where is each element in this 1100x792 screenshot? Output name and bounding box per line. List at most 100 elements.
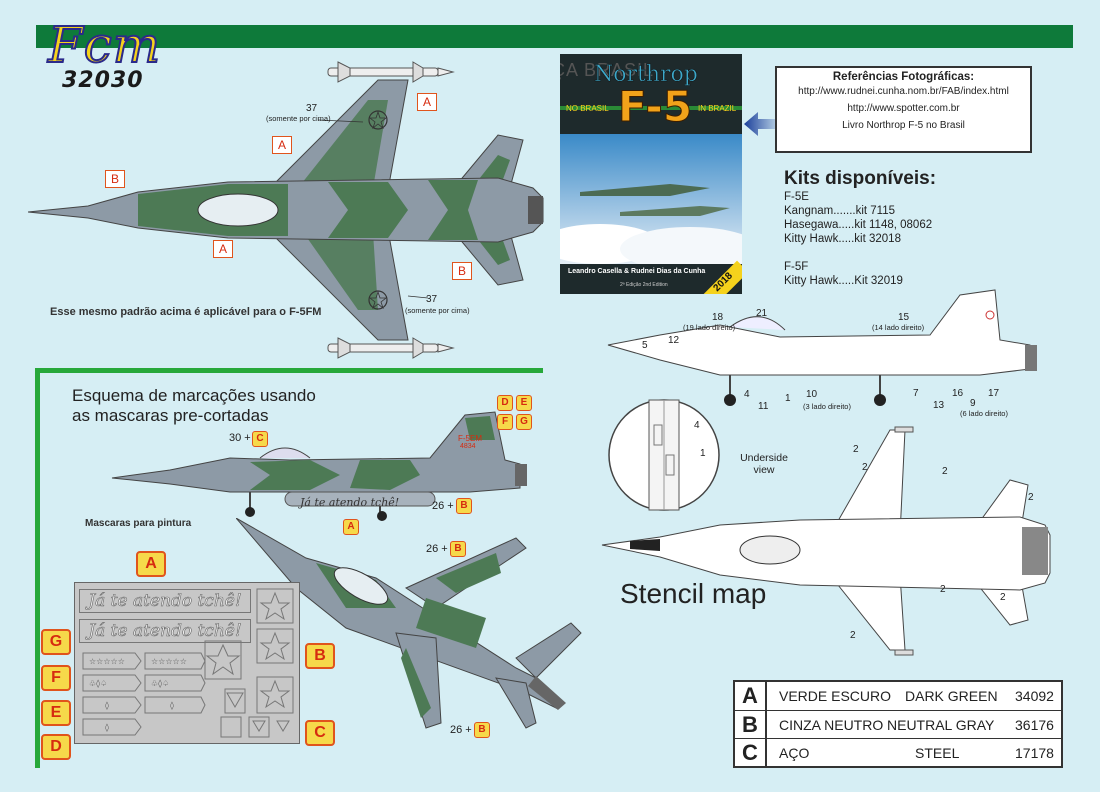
- badge-e-tail: E: [516, 395, 532, 411]
- mask-badge-f: F: [41, 665, 71, 691]
- svg-text:◊: ◊: [105, 701, 109, 710]
- legend-row: C AÇO STEEL 17178: [735, 738, 1061, 767]
- stencil-2g: 2: [850, 630, 856, 641]
- stencil-map-title: Stencil map: [620, 578, 767, 609]
- references-title: Referências Fotográficas:: [832, 71, 975, 83]
- cover-authors: Leandro Casella & Rudnei Dias da Cunha: [568, 268, 706, 275]
- stencil-side-view: [607, 289, 1037, 406]
- missile-bottom: [327, 337, 455, 359]
- cover-bg-text: ÇA BRASIL: [560, 60, 655, 80]
- mask-badge-g: G: [41, 629, 71, 655]
- kit-line: Hasegawa.....kit 1148, 08062: [784, 219, 933, 231]
- stencil-2b: 2: [862, 462, 868, 473]
- svg-text:◊: ◊: [170, 701, 174, 710]
- badge-a-top-wing: A: [417, 93, 437, 111]
- reference-link-2[interactable]: http://www.spotter.com.br: [847, 103, 960, 114]
- stencil-2a: 2: [853, 444, 859, 455]
- stencil-13: 13: [933, 400, 945, 411]
- cover-photo: [560, 134, 742, 264]
- markings-title-line1: Esquema de marcações usando: [72, 386, 316, 405]
- svg-text:☆☆☆☆☆: ☆☆☆☆☆: [89, 657, 125, 666]
- badge-b-nose: B: [105, 170, 125, 188]
- reference-link-1[interactable]: http://www.rudnei.cunha.nom.br/FAB/index…: [798, 86, 1009, 97]
- mask-phrase-2: Já te atendo tchê!: [79, 619, 251, 643]
- tail-code: F-5EM: [458, 434, 482, 443]
- reference-book: Livro Northrop F-5 no Brasil: [842, 120, 965, 131]
- kits-list: F-5E Kangnam.......kit 7115 Hasegawa....…: [784, 190, 932, 288]
- stencil-4: 4: [744, 389, 750, 400]
- stencil-15: 15: [898, 312, 910, 323]
- brand-logo: Fcm: [47, 16, 162, 74]
- underside-view-detail: [608, 399, 720, 511]
- badge-g-tail: G: [516, 414, 532, 430]
- cover-edition: 2ª Edição 2nd Edition: [620, 282, 668, 288]
- stencil-10: 10: [806, 389, 818, 400]
- stencil-12: 12: [668, 335, 680, 346]
- badge-c-cockpit: C: [252, 431, 268, 447]
- underside-4: 4: [694, 420, 700, 431]
- fuselage-slogan: Já te atendo tchê!: [300, 496, 400, 509]
- legend-en: NEUTRAL GRAY: [887, 717, 995, 733]
- stencil-15-note: (14 lado direito): [872, 323, 925, 332]
- references-box: Referências Fotográficas: http://www.rud…: [775, 66, 1032, 153]
- legend-code: 34092: [1015, 688, 1054, 704]
- stencil-18: 18: [712, 312, 724, 323]
- badge-d-tail: D: [497, 395, 513, 411]
- svg-text:♧◊♤: ♧◊♤: [151, 679, 169, 688]
- stencil-10-note: (3 lado direito): [803, 402, 851, 411]
- book-cover: ÇA BRASIL Northrop F-5 NO BRASIL IN BRAZ…: [560, 54, 742, 294]
- underside-label: Underside view: [740, 452, 788, 476]
- mask-sheet: Já te atendo tchê! Já te atendo tchê!: [74, 582, 300, 744]
- stencil-1: 1: [785, 393, 791, 404]
- mask-phrase-1: Já te atendo tchê!: [79, 589, 251, 613]
- legend-code: 36176: [1015, 717, 1054, 733]
- markings-side-aircraft: [111, 411, 527, 521]
- badge-a-lower: A: [213, 240, 233, 258]
- tail-number: 4834: [460, 443, 476, 450]
- stencil-top-view: [601, 426, 1051, 656]
- kit-code: 32030: [62, 68, 144, 93]
- stencil-9: 9: [970, 398, 976, 409]
- arrow-icon: [744, 112, 784, 136]
- label-26b-side: 26 +: [432, 500, 454, 512]
- stencil-9-note: (6 lado direito): [960, 409, 1008, 418]
- legend-letter: C: [735, 739, 767, 767]
- badge-a-wing-root: A: [272, 136, 292, 154]
- color-legend: A VERDE ESCURO DARK GREEN 34092 B CINZA …: [733, 680, 1063, 768]
- cover-subtitle-right: IN BRAZIL: [698, 104, 737, 113]
- label-37-top: 37: [306, 103, 318, 114]
- legend-code: 17178: [1015, 745, 1054, 761]
- kits-title: Kits disponíveis:: [784, 168, 937, 189]
- kit-line: Kitty Hawk.....Kit 32019: [784, 275, 903, 287]
- cover-title-top: Northrop: [594, 62, 698, 88]
- mask-badge-d: D: [41, 734, 71, 760]
- legend-letter: B: [735, 711, 767, 739]
- stencil-11: 11: [758, 401, 769, 412]
- legend-row: A VERDE ESCURO DARK GREEN 34092: [735, 682, 1061, 710]
- stencil-2d: 2: [1028, 492, 1034, 503]
- legend-en: STEEL: [915, 745, 960, 761]
- label-37-bottom-note: (somente por cima): [405, 306, 470, 315]
- label-37-bottom: 37: [426, 294, 438, 305]
- stencil-2e: 2: [940, 584, 946, 595]
- badge-a-side: A: [343, 519, 359, 535]
- markings-top-aircraft: [236, 518, 582, 729]
- label-30c-number: 30 +: [229, 432, 251, 444]
- stencil-16: 16: [952, 388, 964, 399]
- mask-shapes: ☆☆☆☆☆ ☆☆☆☆☆ ♧◊♤ ♧◊♤ ◊ ◊ ◊: [82, 588, 294, 738]
- stencil-21: 21: [756, 308, 768, 319]
- label-37-top-note: (somente por cima): [266, 114, 331, 123]
- badge-b-wing: B: [450, 541, 466, 557]
- header-bar: [36, 25, 1073, 48]
- mask-badge-a: A: [136, 551, 166, 577]
- masks-title: Mascaras para pintura: [85, 518, 192, 529]
- label-26b-lower-wing: 26 +: [450, 724, 472, 736]
- svg-text:☆☆☆☆☆: ☆☆☆☆☆: [151, 657, 187, 666]
- kit-line: F-5F: [784, 261, 809, 273]
- badge-f-tail: F: [497, 414, 513, 430]
- section-divider-horizontal: [35, 368, 543, 373]
- legend-row: B CINZA NEUTRO NEUTRAL GRAY 36176: [735, 710, 1061, 739]
- stencil-7: 7: [913, 388, 919, 399]
- stencil-5: 5: [642, 340, 648, 351]
- svg-text:◊: ◊: [105, 723, 109, 732]
